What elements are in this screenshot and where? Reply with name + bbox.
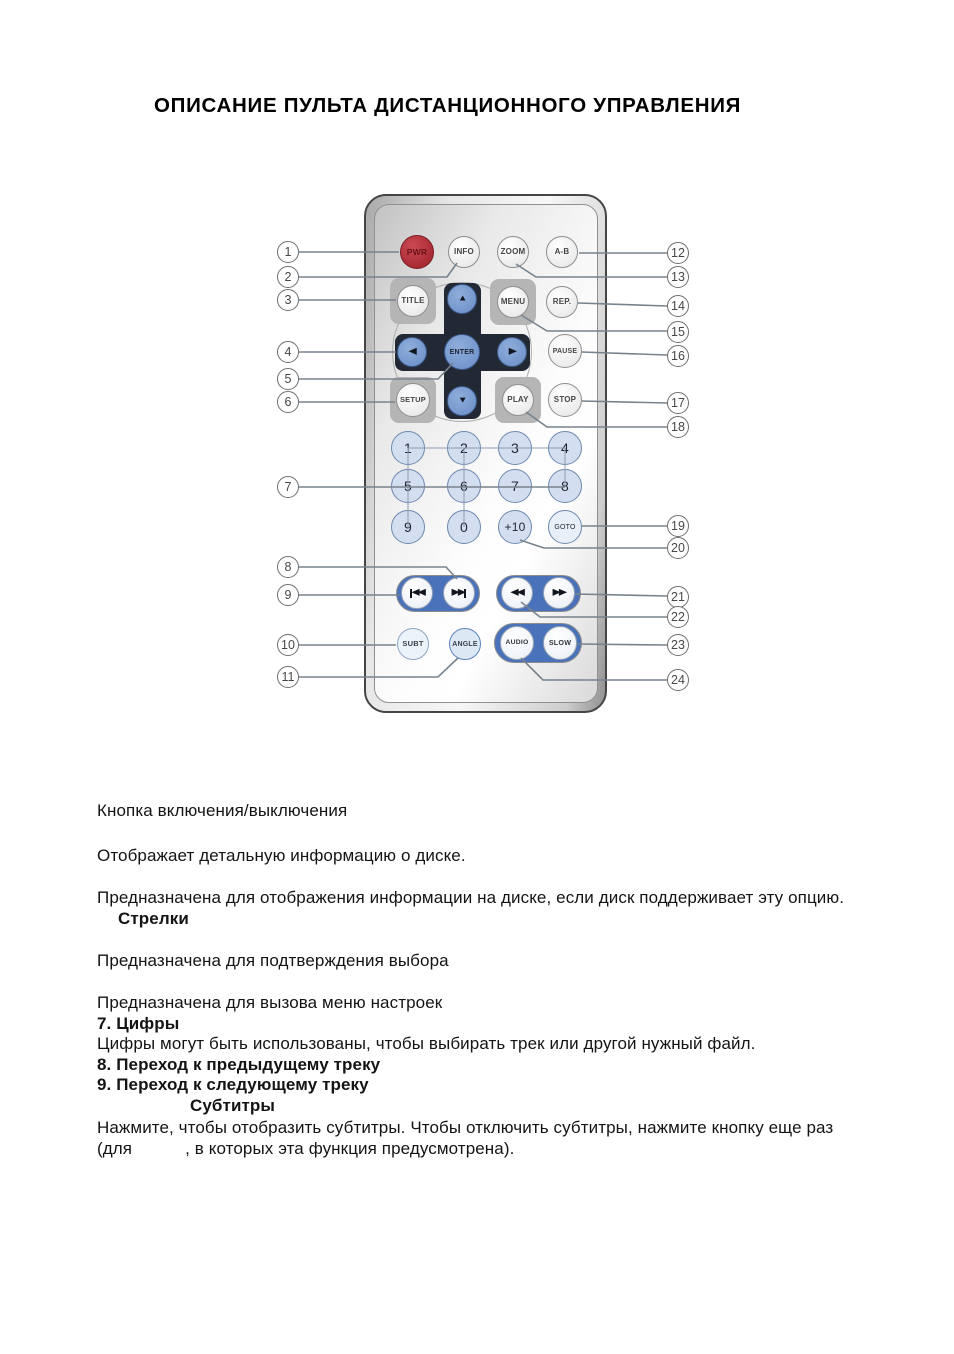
description-line-2: Отображает детальную информацию о диске. — [97, 846, 466, 865]
plus10-button: +10 — [498, 510, 532, 544]
description-line-1: Кнопка включения/выключения — [97, 801, 348, 820]
fast-forward-icon: ▶▶ — [552, 587, 567, 598]
next-track-icon: ▶▶ — [443, 577, 475, 609]
description-line-13: (для , в которых эта функция предусмотре… — [97, 1139, 515, 1158]
callout-9: 9 — [277, 584, 299, 606]
callout-8: 8 — [277, 556, 299, 578]
left-arrow-icon: ◀ — [397, 337, 427, 367]
description-line-7: 7. Цифры — [97, 1014, 180, 1033]
stop-button: STOP — [548, 383, 582, 417]
callout-18: 18 — [667, 416, 689, 438]
callout-leader-lines — [299, 251, 668, 681]
title-button: TITLE — [397, 285, 429, 317]
callout-10: 10 — [277, 634, 299, 656]
callout-1: 1 — [277, 241, 299, 263]
callout-12: 12 — [667, 242, 689, 264]
down-arrow-icon: ▼ — [457, 395, 468, 406]
callout-14: 14 — [667, 295, 689, 317]
callout-2: 2 — [277, 266, 299, 288]
up-arrow-icon: ▲ — [457, 293, 468, 304]
callout-22: 22 — [667, 606, 689, 628]
rewind-icon: ◀◀ — [510, 587, 525, 598]
remote-control-diagram: PWR INFO ZOOM A-B TITLE MENU REP. PAUSE SETUP PLA… — [277, 194, 689, 713]
ab-button: A-B — [546, 236, 578, 268]
callout-3: 3 — [277, 289, 299, 311]
prev-track-icon: ◀◀ — [409, 587, 426, 598]
pause-button: PAUSE — [548, 334, 582, 368]
description-line-4: Стрелки — [118, 909, 189, 928]
down-arrow-icon: ▼ — [447, 386, 477, 416]
callout-20: 20 — [667, 537, 689, 559]
pwr-button: PWR — [400, 235, 434, 269]
description-line-3: Предназначена для отображения информации… — [97, 888, 845, 907]
play-button: PLAY — [502, 384, 534, 416]
description-line-8: Цифры могут быть использованы, чтобы выб… — [97, 1034, 756, 1053]
goto-button: GOTO — [548, 510, 582, 544]
description-line-6: Предназначена для вызова меню настроек — [97, 993, 443, 1012]
callout-7: 7 — [277, 476, 299, 498]
description-line-10: 9. Переход к следующему треку — [97, 1075, 369, 1094]
slow-button: SLOW — [543, 626, 577, 660]
menu-button: MENU — [497, 286, 529, 318]
setup-button: SETUP — [396, 383, 430, 417]
callout-5: 5 — [277, 368, 299, 390]
info-button: INFO — [448, 236, 480, 268]
n7-button: 7 — [498, 469, 532, 503]
left-arrow-icon: ◀ — [408, 346, 417, 357]
angle-button: ANGLE — [449, 628, 481, 660]
callout-6: 6 — [277, 391, 299, 413]
callout-24: 24 — [667, 669, 689, 691]
right-arrow-icon: ▶ — [497, 337, 527, 367]
callout-17: 17 — [667, 392, 689, 414]
callout-21: 21 — [667, 586, 689, 608]
callout-16: 16 — [667, 345, 689, 367]
callout-23: 23 — [667, 634, 689, 656]
callout-15: 15 — [667, 321, 689, 343]
description-line-11: Субтитры — [190, 1096, 276, 1115]
zoom-button: ZOOM — [497, 236, 529, 268]
callout-13: 13 — [667, 266, 689, 288]
audio-button: AUDIO — [500, 626, 534, 660]
callout-11: 11 — [277, 666, 299, 688]
enter-button: ENTER — [444, 334, 480, 370]
subt-button: SUBT — [397, 628, 429, 660]
next-track-icon: ▶▶ — [451, 587, 467, 598]
right-arrow-icon: ▶ — [508, 346, 517, 357]
prev-track-icon: ◀◀ — [401, 577, 433, 609]
page-title: ОПИСАНИЕ ПУЛЬТА ДИСТАНЦИОННОГО УПРАВЛЕНИ… — [154, 94, 742, 117]
up-arrow-icon: ▲ — [447, 284, 477, 314]
description-line-12: Нажмите, чтобы отобразить субтитры. Чтоб… — [97, 1118, 834, 1137]
callout-19: 19 — [667, 515, 689, 537]
callout-4: 4 — [277, 341, 299, 363]
rewind-icon: ◀◀ — [501, 577, 533, 609]
rep-button: REP. — [546, 286, 578, 318]
description-line-5: Предназначена для подтверждения выбора — [97, 951, 449, 970]
description-line-9: 8. Переход к предыдущему треку — [97, 1055, 381, 1074]
fast-forward-icon: ▶▶ — [543, 577, 575, 609]
